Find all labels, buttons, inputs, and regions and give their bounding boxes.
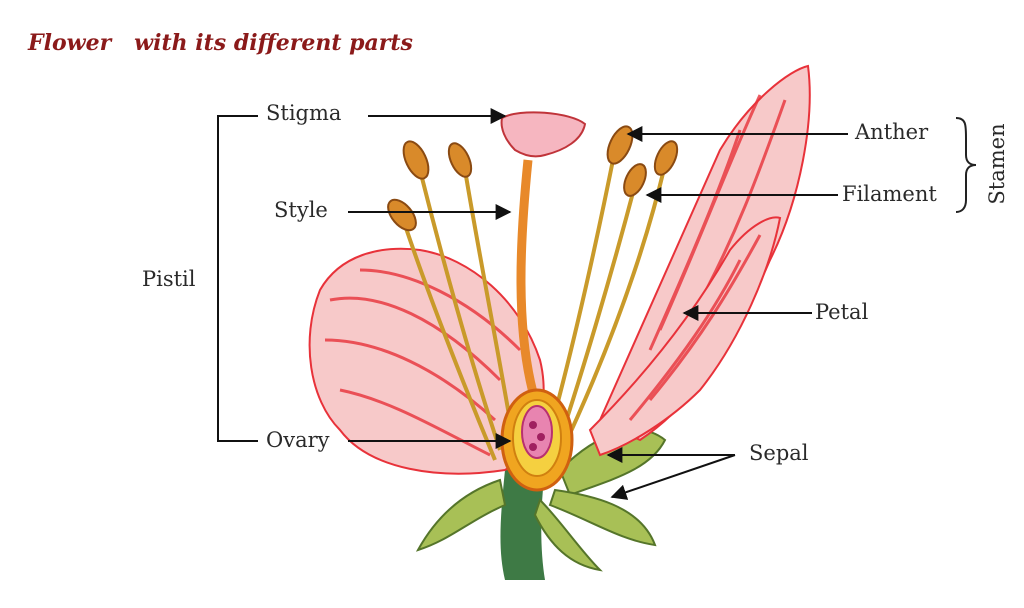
petal-left xyxy=(308,247,545,475)
stamen-brace xyxy=(955,117,977,213)
stem xyxy=(500,470,545,580)
label-anther: Anther xyxy=(855,120,929,144)
sepal-pointer-2 xyxy=(610,454,736,500)
label-style: Style xyxy=(274,198,328,222)
pistil-bracket xyxy=(217,115,258,442)
style xyxy=(516,159,540,402)
anthers xyxy=(387,125,679,232)
label-pistil: Pistil xyxy=(142,267,196,291)
stigma xyxy=(500,111,587,158)
diagram-title: Flower with its different parts xyxy=(28,30,413,56)
label-stigma: Stigma xyxy=(266,101,342,125)
ovary xyxy=(500,388,574,492)
label-ovary: Ovary xyxy=(266,428,330,452)
label-stamen: Stamen xyxy=(985,123,1009,205)
label-filament: Filament xyxy=(842,182,937,206)
label-sepal: Sepal xyxy=(749,441,809,465)
label-petal: Petal xyxy=(815,300,869,324)
